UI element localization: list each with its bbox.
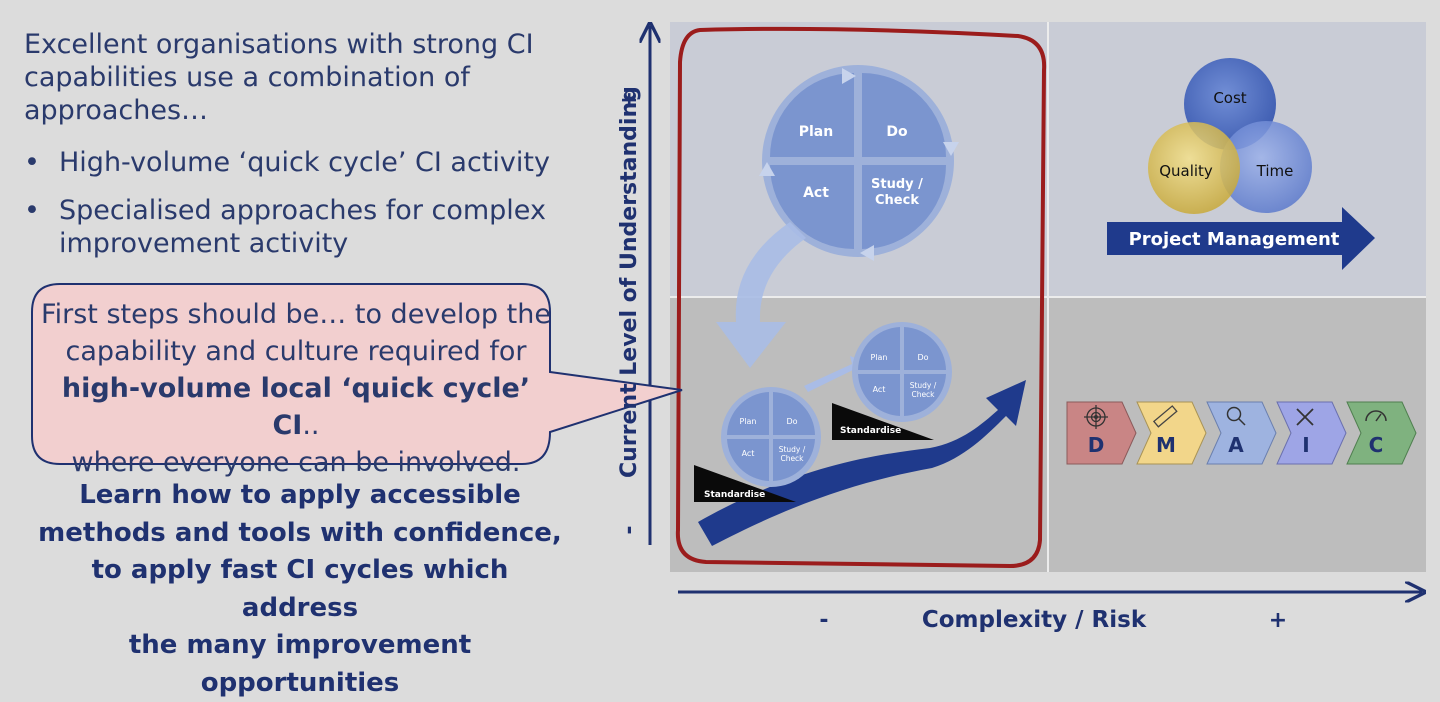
bullet-item: • High-volume ‘quick cycle’ CI activity bbox=[24, 146, 584, 179]
dmaic-chevron-a: A bbox=[1206, 401, 1277, 465]
y-axis-plus: + bbox=[617, 91, 642, 109]
pdsa-check-label: Check bbox=[875, 193, 919, 208]
callout-line: high-volume local ‘quick cycle’ CI.. bbox=[40, 370, 552, 444]
learn-line: Learn how to apply accessible bbox=[79, 480, 521, 510]
bullet-item: • Specialised approaches for complex imp… bbox=[24, 194, 584, 260]
callout-line: First steps should be… to develop the bbox=[41, 299, 551, 330]
callout-bold: high-volume local ‘quick cycle’ CI bbox=[61, 373, 531, 441]
bullet-text: Specialised approaches for complex bbox=[59, 195, 546, 226]
intro-line: approaches… bbox=[24, 95, 209, 126]
small-connector-arrow bbox=[804, 356, 866, 392]
target-icon bbox=[1084, 405, 1108, 429]
curved-arrow bbox=[716, 222, 806, 368]
intro-line: Excellent organisations with strong CI bbox=[24, 29, 534, 60]
callout-line: capability and culture required for bbox=[65, 336, 527, 367]
standardise-label: Standardise bbox=[840, 426, 901, 436]
callout-bubble bbox=[31, 283, 683, 465]
pdsa-do-label: Do bbox=[886, 124, 908, 140]
pdsa-small-do: Do bbox=[917, 353, 928, 362]
pdsa-quadrant-plan bbox=[770, 73, 854, 157]
bullet-text: improvement activity bbox=[59, 228, 349, 259]
x-axis-label: Complexity / Risk bbox=[922, 607, 1147, 633]
dmaic-letter: D bbox=[1088, 433, 1105, 457]
dmaic-chevron-i: I bbox=[1276, 401, 1347, 465]
callout-tail: .. bbox=[302, 410, 320, 441]
pdsa-small-check: Check bbox=[911, 390, 935, 399]
venn-time-label: Time bbox=[1256, 162, 1294, 180]
magnifier-icon bbox=[1226, 406, 1246, 426]
callout-text: First steps should be… to develop the ca… bbox=[40, 296, 552, 481]
project-management-arrow bbox=[1107, 207, 1375, 270]
dmaic-letter: A bbox=[1228, 433, 1244, 457]
dmaic-letter: M bbox=[1156, 433, 1176, 457]
dmaic-chevron-d: D bbox=[1066, 401, 1137, 465]
x-axis-plus: + bbox=[1269, 608, 1287, 633]
pdsa-small-study: Study / bbox=[910, 381, 937, 390]
x-axis-minus: - bbox=[819, 608, 828, 633]
highlight-border bbox=[675, 26, 1047, 569]
venn-cost-label: Cost bbox=[1213, 89, 1246, 107]
pdsa-quadrant-do bbox=[862, 73, 946, 157]
project-management-label: Project Management bbox=[1129, 229, 1340, 250]
callout-line: where everyone can be involved. bbox=[71, 447, 521, 478]
dmaic-letter: I bbox=[1302, 433, 1309, 457]
rising-arrow bbox=[698, 380, 1026, 546]
bullet-dot: • bbox=[24, 147, 40, 178]
pdsa-small-plan: Plan bbox=[870, 353, 887, 362]
venn-quality-circle bbox=[1148, 122, 1240, 214]
pdsa-small-study: Study / bbox=[779, 445, 806, 454]
learn-line: the many improvement opportunities bbox=[128, 630, 472, 698]
pdsa-plan-label: Plan bbox=[799, 124, 833, 140]
pdsa-small-check: Check bbox=[780, 454, 804, 463]
bullet-text: High-volume ‘quick cycle’ CI activity bbox=[59, 147, 550, 178]
diagram-canvas: Plan Do Act Study / Check Standardise St… bbox=[31, 0, 1440, 633]
learn-text: Learn how to apply accessible methods an… bbox=[30, 477, 570, 702]
standardise-wedge bbox=[832, 403, 934, 440]
pdsa-quadrant-act bbox=[770, 165, 854, 249]
standardise-wedge bbox=[694, 465, 796, 502]
pdsa-cycle-small bbox=[721, 387, 821, 487]
standardise-label: Standardise bbox=[704, 490, 765, 500]
learn-line: methods and tools with confidence, bbox=[38, 517, 562, 548]
ruler-icon bbox=[1152, 405, 1178, 428]
dmaic-chevron-m: M bbox=[1136, 401, 1207, 465]
pdsa-small-do: Do bbox=[786, 417, 797, 426]
bullet-list: • High-volume ‘quick cycle’ CI activity … bbox=[24, 146, 584, 275]
dmaic-letter: C bbox=[1369, 433, 1384, 457]
tools-icon bbox=[1296, 408, 1314, 426]
pdsa-small-act: Act bbox=[742, 449, 755, 458]
pdsa-act-label: Act bbox=[803, 185, 829, 201]
y-axis-label: Current Level of Understanding bbox=[617, 86, 642, 478]
learn-line: to apply fast CI cycles which address bbox=[91, 555, 509, 623]
pdsa-cycle-large bbox=[759, 65, 959, 261]
intro-text: Excellent organisations with strong CI c… bbox=[24, 28, 584, 127]
pdsa-quadrant-study bbox=[862, 165, 946, 249]
dmaic-chevron-c: C bbox=[1346, 401, 1417, 465]
y-axis-minus: - bbox=[617, 525, 642, 534]
venn-quality-label: Quality bbox=[1159, 162, 1213, 180]
bullet-dot: • bbox=[24, 195, 40, 226]
pdsa-study-label: Study / bbox=[871, 177, 923, 192]
intro-line: capabilities use a combination of bbox=[24, 62, 470, 93]
pdsa-cycle-small bbox=[852, 322, 952, 422]
gauge-icon bbox=[1365, 410, 1387, 422]
pdsa-small-plan: Plan bbox=[739, 417, 756, 426]
venn-time-circle bbox=[1220, 121, 1312, 213]
pdsa-small-act: Act bbox=[873, 385, 886, 394]
